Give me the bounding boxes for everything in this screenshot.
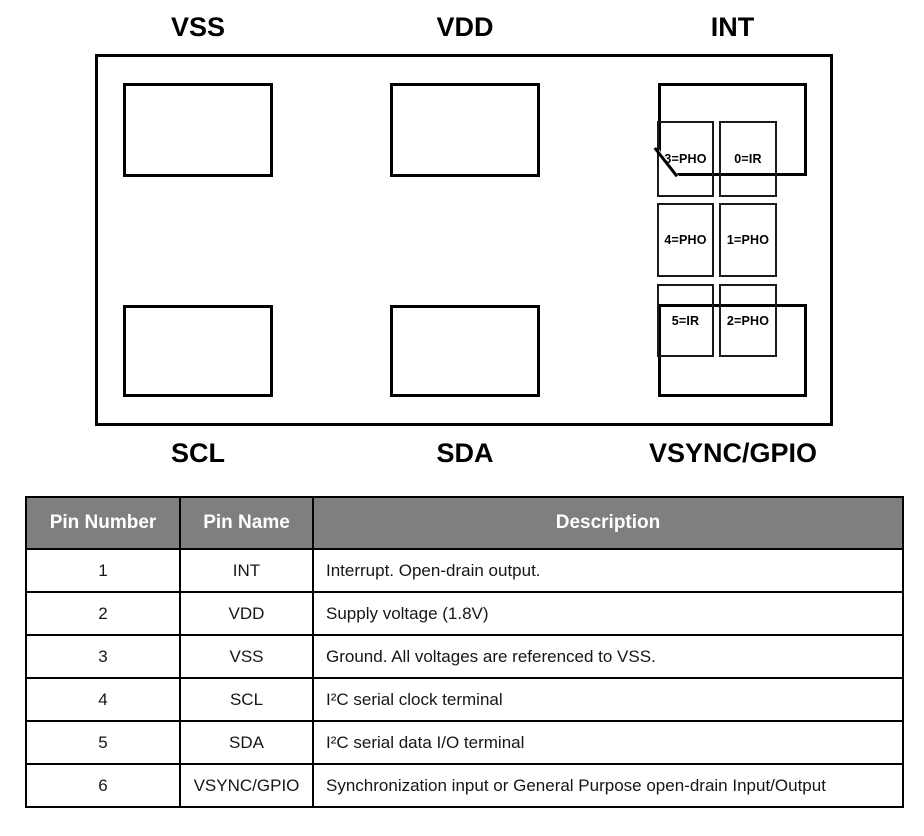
sensor-cell-4-pho: 4=PHO: [657, 203, 714, 277]
table-row: 5 SDA I²C serial data I/O terminal: [25, 720, 904, 765]
header-pin-number: Pin Number: [25, 496, 181, 550]
pin-number: 2: [25, 591, 181, 636]
pad-scl: [123, 305, 273, 397]
pin-number: 1: [25, 548, 181, 593]
table-row: 6 VSYNC/GPIO Synchronization input or Ge…: [25, 763, 904, 808]
table-row: 2 VDD Supply voltage (1.8V): [25, 591, 904, 636]
pin-label-vsync-gpio: VSYNC/GPIO: [648, 438, 818, 468]
sensor-cell-0-ir: 0=IR: [719, 121, 777, 197]
header-description: Description: [312, 496, 904, 550]
pad-sda: [390, 305, 540, 397]
sensor-cell-2-pho: 2=PHO: [719, 284, 777, 357]
pin-name: VDD: [179, 591, 314, 636]
pad-vss: [123, 83, 273, 177]
pad-vsync-gpio: [658, 304, 807, 397]
pin-label-vdd: VDD: [436, 12, 494, 42]
pin-label-vss: VSS: [170, 12, 226, 42]
pin-number: 6: [25, 763, 181, 808]
pin-description: Interrupt. Open-drain output.: [312, 548, 904, 593]
pin-name: SCL: [179, 677, 314, 722]
pin-label-sda: SDA: [436, 438, 494, 468]
table-row: 3 VSS Ground. All voltages are reference…: [25, 634, 904, 679]
sensor-cell-1-pho: 1=PHO: [719, 203, 777, 277]
pin-name: INT: [179, 548, 314, 593]
pad-vdd: [390, 83, 540, 177]
pin-label-int: INT: [710, 12, 755, 42]
pin-number: 4: [25, 677, 181, 722]
pin-label-scl: SCL: [171, 438, 225, 468]
pin-description: I²C serial clock terminal: [312, 677, 904, 722]
header-pin-name: Pin Name: [179, 496, 314, 550]
pin-description: Supply voltage (1.8V): [312, 591, 904, 636]
pin-number: 3: [25, 634, 181, 679]
pin-number: 5: [25, 720, 181, 765]
pad-int: [658, 83, 807, 176]
table-header-row: Pin Number Pin Name Description: [25, 496, 904, 550]
pin-name: VSYNC/GPIO: [179, 763, 314, 808]
sensor-cell-3-pho: 3=PHO: [657, 121, 714, 197]
pin-name: SDA: [179, 720, 314, 765]
pin-description-table: Pin Number Pin Name Description 1 INT In…: [25, 496, 904, 808]
table-row: 1 INT Interrupt. Open-drain output.: [25, 548, 904, 593]
pin-description: I²C serial data I/O terminal: [312, 720, 904, 765]
pin-description: Ground. All voltages are referenced to V…: [312, 634, 904, 679]
table-row: 4 SCL I²C serial clock terminal: [25, 677, 904, 722]
sensor-cell-5-ir: 5=IR: [657, 284, 714, 357]
pin-description: Synchronization input or General Purpose…: [312, 763, 904, 808]
pin-name: VSS: [179, 634, 314, 679]
